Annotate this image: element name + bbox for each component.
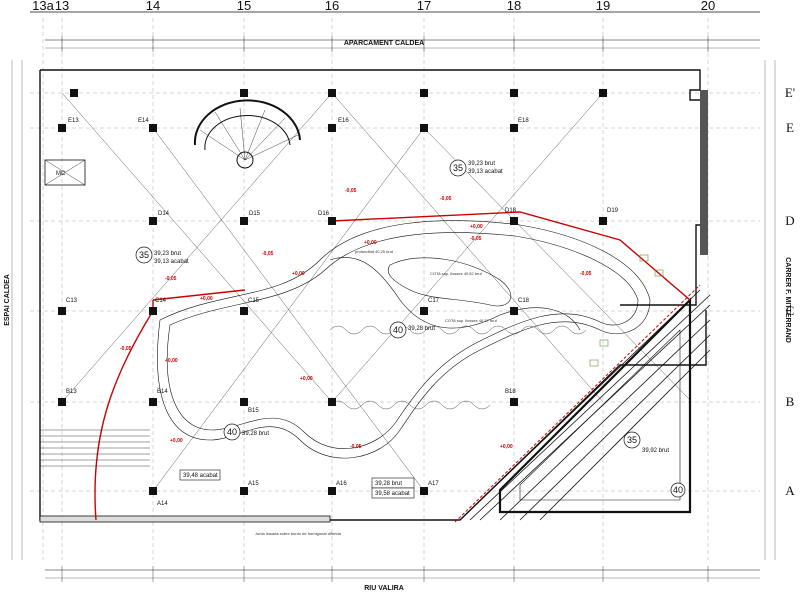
col-C13: C13 — [66, 298, 78, 304]
grid-row-C: C — [786, 303, 795, 318]
col-E14: E14 — [138, 118, 149, 124]
level-circle: 35 — [139, 250, 149, 260]
level-brut: 39,28 brut — [408, 326, 435, 332]
col-A15: A15 — [248, 481, 259, 487]
level-mark: -0,05 — [580, 271, 592, 277]
grid-row-E: E — [786, 120, 794, 135]
label-top: APARCAMENT CALDEA — [344, 40, 424, 47]
level-circle: 35 — [453, 163, 463, 173]
grid-col-20: 20 — [701, 0, 715, 13]
col-E18: E18 — [518, 118, 529, 124]
level-mark: -0,05 — [440, 196, 452, 202]
level-circle: 40 — [227, 427, 237, 437]
level-mark: +0,00 — [300, 376, 313, 382]
label-bottom: RIU VALIRA — [364, 585, 404, 592]
grid-row-D: D — [785, 213, 794, 228]
col-D16: D16 — [318, 211, 330, 217]
level-mark: +0,00 — [200, 296, 213, 302]
col-E16: E16 — [338, 118, 349, 124]
level-circle: 40 — [673, 485, 683, 495]
col-A17: A17 — [428, 481, 439, 487]
level-brut: 39,92 brut — [642, 448, 669, 454]
col-C14: C14 — [155, 298, 167, 304]
grid-col-18: 18 — [507, 0, 521, 13]
level-circle: 40 — [393, 325, 403, 335]
col-D19: D19 — [607, 208, 619, 214]
label-right: CARRER F. MITTERRAND — [784, 257, 791, 343]
col-B15: B15 — [248, 408, 259, 414]
grid-row-E-prime: E' — [785, 85, 795, 100]
level-mark: -0,05 — [350, 444, 362, 450]
box-elevation: 39,58 acabat — [375, 491, 410, 497]
col-C17: C17 — [428, 298, 440, 304]
note-bottom: Junta llosada sobre bordo de formigonat … — [255, 531, 342, 536]
grid-row-A: A — [785, 483, 795, 498]
col-A16: A16 — [336, 481, 347, 487]
level-acabat: 39,13 acabat — [468, 169, 503, 175]
note-pool-cota-2: COTA sup. llosses 40,37 brut — [445, 318, 498, 323]
col-B14: B14 — [157, 389, 168, 395]
label-left: ESPAI CALDEA — [4, 274, 11, 326]
col-B13: B13 — [66, 389, 77, 395]
level-mark: -0,05 — [470, 236, 482, 242]
note-pool-cota: COTA sup. llosses 40,82 brut — [430, 271, 483, 276]
note-profile: profunditat 40,25 brut — [355, 249, 394, 254]
grid-col-13a: 13a — [32, 0, 54, 13]
col-C18: C18 — [518, 298, 530, 304]
grid-col-15: 15 — [237, 0, 251, 13]
level-mark: -0,05 — [345, 188, 357, 194]
col-A14: A14 — [157, 501, 168, 507]
level-circle: 35 — [627, 435, 637, 445]
level-mark: +0,00 — [292, 271, 305, 277]
col-D14: D14 — [158, 211, 170, 217]
box-elevation: 39,48 acabat — [183, 473, 218, 479]
grid-col-16: 16 — [325, 0, 339, 13]
grid-col-19: 19 — [596, 0, 610, 13]
level-mark: -0,05 — [262, 251, 274, 257]
box-elevation: 39,28 brut — [375, 481, 402, 487]
level-brut: 39,23 brut — [468, 161, 495, 167]
col-D15: D15 — [249, 211, 261, 217]
level-mark: -0,05 — [120, 346, 132, 352]
level-mark: +0,00 — [500, 444, 513, 450]
level-acabat: 39,13 acabat — [154, 259, 189, 265]
grid-col-17: 17 — [417, 0, 431, 13]
grid-row-B: B — [786, 394, 795, 409]
level-brut: 39,28 brut — [242, 431, 269, 437]
level-mark: +0,00 — [170, 438, 183, 444]
col-E13: E13 — [68, 118, 79, 124]
level-mark: +0,00 — [470, 224, 483, 230]
elevator-label: MC — [56, 171, 66, 177]
level-brut: 39,23 brut — [154, 251, 181, 257]
col-B18: B18 — [505, 389, 516, 395]
col-C15: C15 — [248, 298, 260, 304]
grid-col-14: 14 — [146, 0, 160, 13]
level-mark: -0,05 — [165, 276, 177, 282]
level-mark: +0,00 — [165, 358, 178, 364]
col-D18: D18 — [505, 208, 517, 214]
grid-col-13: 13 — [55, 0, 69, 13]
level-mark: +0,00 — [364, 240, 377, 246]
